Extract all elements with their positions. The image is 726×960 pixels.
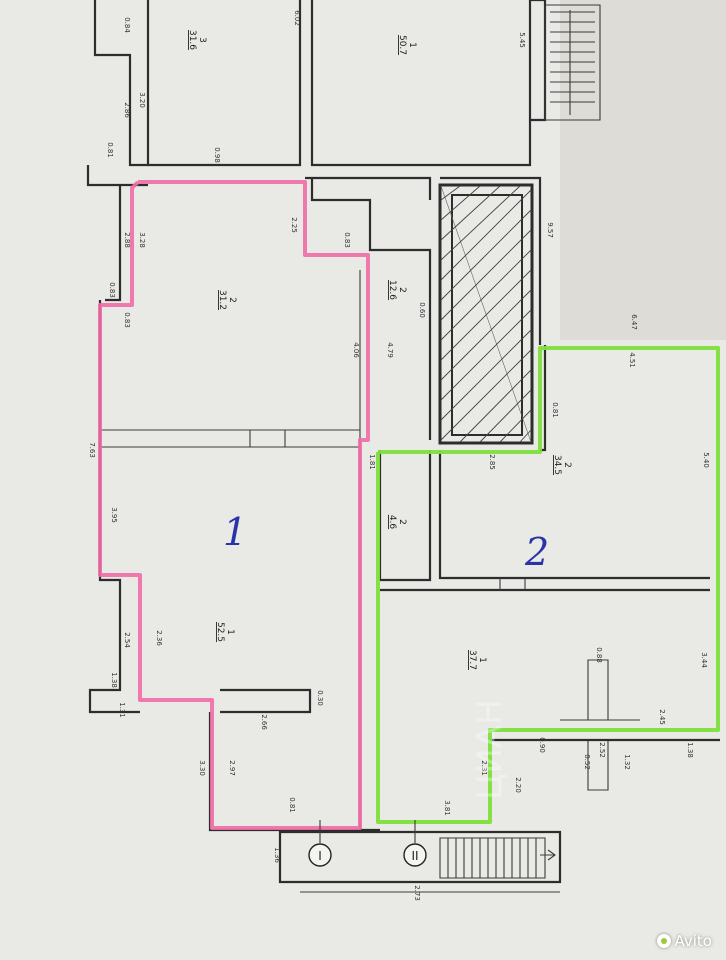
- axis-marker-1: [308, 843, 332, 867]
- room-number: 2: [227, 297, 237, 303]
- zone-1-label: 1: [223, 510, 247, 554]
- room-number: 2: [397, 519, 407, 525]
- dimension-label: 2.20: [514, 777, 522, 793]
- dimension-label: 1.32: [623, 754, 631, 770]
- room-number: 1: [407, 42, 417, 48]
- dimension-label: 3.30: [198, 760, 206, 776]
- dimension-label: 0.83: [108, 282, 116, 298]
- dimension-label: 0.88: [595, 647, 603, 663]
- dimension-label: 2.52: [598, 742, 606, 758]
- room-area: 31.6: [187, 30, 197, 50]
- dimension-label: 0.90: [538, 737, 546, 753]
- dimension-label: 2.25: [290, 217, 298, 233]
- dimension-label: 1.81: [368, 454, 376, 470]
- dimension-label: 2.86: [123, 102, 131, 118]
- dimension-label: 3.44: [700, 652, 708, 668]
- dimension-label: 3.20: [138, 92, 146, 108]
- room-area: 4.6: [387, 515, 397, 530]
- dimension-label: 0.83: [343, 232, 351, 248]
- dimension-label: 0.30: [316, 690, 324, 706]
- dimension-label: 0.98: [213, 147, 221, 163]
- dimension-label: 0.60: [418, 302, 426, 318]
- zone-1-outline: [98, 180, 370, 830]
- dimension-label: 2.97: [228, 760, 236, 776]
- dimension-label: 6.02: [293, 10, 301, 26]
- dimension-label: 9.57: [546, 222, 554, 238]
- room-area: 12.6: [387, 280, 397, 300]
- room-area: 52.5: [215, 622, 225, 642]
- dimension-label: 2.54: [123, 632, 131, 648]
- avito-logo-icon: [656, 934, 671, 948]
- scan-watermark-logo: ЦИАН: [470, 699, 510, 800]
- room-number: 1: [225, 629, 235, 635]
- dimension-label: 2.36: [155, 630, 163, 646]
- room-number: 2: [562, 462, 572, 468]
- room-area: 37.7: [467, 650, 477, 670]
- dimension-label: 0.81: [551, 402, 559, 418]
- dimension-label: 0.81: [288, 797, 296, 813]
- avito-watermark: Avito: [656, 932, 713, 950]
- dimension-label: 0.84: [123, 17, 131, 33]
- dimension-labels: 0.84 2.86 3.20 0.81 6.02 0.98 5.45 2.88 3.28 0.83…: [88, 10, 710, 901]
- dimension-label: 0.52: [583, 754, 591, 770]
- dimension-label: 2.85: [488, 454, 496, 470]
- dimension-label: 6.47: [630, 314, 638, 330]
- dimension-label: 1.38: [686, 742, 694, 758]
- dimension-label: 3.28: [138, 232, 146, 248]
- dimension-label: 2.31: [480, 760, 488, 776]
- room-area: 34.5: [552, 455, 562, 475]
- dimension-label: 4.06: [352, 342, 360, 358]
- dimension-label: 3.95: [110, 507, 118, 523]
- dimension-label: 4.51: [628, 352, 636, 368]
- dimension-label: 3.81: [443, 800, 451, 816]
- dimension-label: 2.45: [658, 709, 666, 725]
- room-area: 31.2: [217, 290, 227, 310]
- room-number: 1: [477, 657, 487, 663]
- axis-marker-2: [403, 843, 427, 867]
- zone-2-label: 2: [524, 530, 549, 574]
- room-number: 3: [197, 37, 207, 43]
- dimension-label: 1.31: [118, 702, 126, 718]
- room-labels: 3 31.6 1 50.7 2 31.2 2 12.6 1 52.5 2 4.6…: [187, 30, 572, 670]
- dimension-label: 5.45: [518, 32, 526, 48]
- middle-walls: [100, 176, 542, 830]
- dimension-label: 2.73: [413, 885, 421, 901]
- dimension-label: 4.79: [386, 342, 394, 358]
- axis-markers: I II: [308, 820, 427, 867]
- axis-label-1: I: [318, 849, 322, 863]
- upper-walls: [86, 0, 601, 187]
- dimension-label: 5.40: [702, 452, 710, 468]
- room-area: 50.7: [397, 35, 407, 55]
- dimension-label: 0.81: [106, 142, 114, 158]
- dimension-label: 1.38: [110, 672, 118, 688]
- room-number: 2: [397, 287, 407, 293]
- axis-label-2: II: [411, 849, 418, 863]
- bottom-stair: [278, 830, 562, 893]
- avito-watermark-text: Avito: [674, 932, 713, 950]
- dimension-label: 0.83: [123, 312, 131, 328]
- dimension-label: 2.88: [123, 232, 131, 248]
- outside-area: [560, 0, 726, 340]
- dimension-label: 2.66: [260, 714, 268, 730]
- dimension-label: 7.63: [88, 442, 96, 458]
- dimension-label: 1.36: [273, 847, 281, 863]
